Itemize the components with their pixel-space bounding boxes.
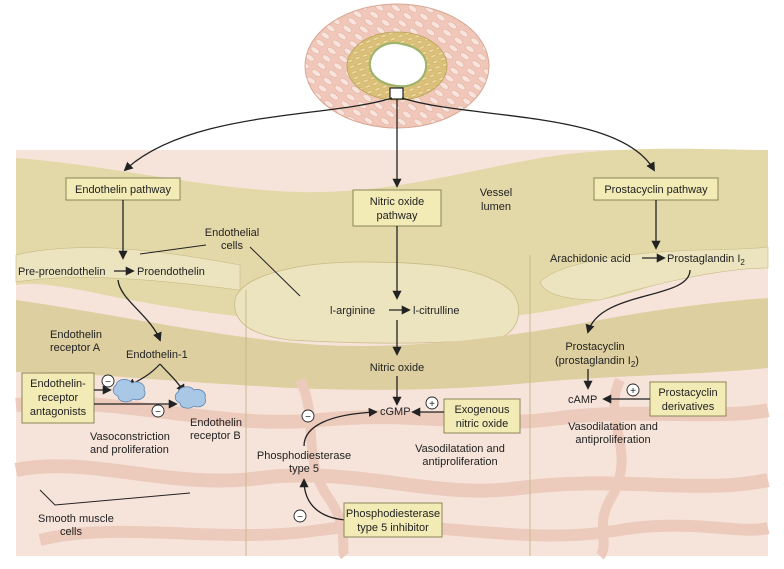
vessel-lumen-label-1: Vessel [480, 187, 512, 199]
minus-sign-pde5-cgmp: − [301, 409, 315, 423]
svg-text:+: + [429, 399, 435, 410]
svg-text:Endothelin pathway: Endothelin pathway [75, 184, 172, 196]
prostacyclin-pathway-box: Prostacyclin pathway [593, 177, 719, 201]
svg-text:+: + [630, 386, 636, 397]
vessel-focus-marker [389, 87, 404, 100]
l-citrulline-label: l-citrulline [413, 305, 459, 317]
camp-label: cAMP [568, 394, 597, 406]
vessel-lumen-label-2: lumen [481, 201, 511, 213]
vasoconstriction-label: Vasoconstriction [90, 431, 170, 443]
nitric-oxide-column: l-arginine l-citrulline Nitric oxide cGM… [257, 226, 521, 538]
svg-text:cells: cells [221, 240, 244, 252]
svg-text:type 5 inhibitor: type 5 inhibitor [357, 522, 429, 534]
nitric-oxide-label: Nitric oxide [370, 362, 424, 374]
minus-sign-pde5-inhibitor: − [293, 509, 307, 523]
svg-text:and proliferation: and proliferation [90, 444, 169, 456]
svg-text:−: − [155, 407, 161, 418]
prostacyclin-label-2: (prostaglandin I2) [555, 355, 639, 369]
receptor-b-blob [174, 386, 207, 409]
svg-text:−: − [105, 377, 111, 388]
svg-text:receptor B: receptor B [190, 430, 241, 442]
svg-text:pathway: pathway [377, 210, 418, 222]
no-vasodilatation-label: Vasodilatation and [415, 443, 505, 455]
pde5-label: Phosphodiesterase [257, 450, 351, 462]
svg-text:receptor: receptor [38, 392, 79, 404]
svg-text:cells: cells [60, 526, 83, 538]
minus-sign-era-b: − [151, 404, 165, 418]
prostaglandin-i2-label: Prostaglandin I2 [667, 253, 745, 267]
vessel-cross-section [304, 3, 490, 129]
svg-text:antagonists: antagonists [30, 406, 87, 418]
plus-sign-exo-no: + [425, 396, 439, 410]
exogenous-nitric-oxide-box: Exogenous nitric oxide [443, 398, 521, 434]
endothelin-receptor-a-label: Endothelin [50, 329, 102, 341]
endothelin-receptor-b-label: Endothelin [190, 417, 242, 429]
arachidonic-acid-label: Arachidonic acid [550, 253, 631, 265]
svg-text:receptor A: receptor A [50, 342, 101, 354]
svg-text:Prostacyclin pathway: Prostacyclin pathway [604, 184, 708, 196]
svg-text:Prostacyclin: Prostacyclin [658, 387, 717, 399]
l-arginine-label: l-arginine [330, 305, 375, 317]
svg-text:−: − [297, 512, 303, 523]
plus-sign-prostacyclin: + [626, 383, 640, 397]
svg-text:Phosphodiesterase: Phosphodiesterase [346, 508, 440, 520]
svg-text:type 5: type 5 [289, 463, 319, 475]
nitric-oxide-pathway-box: Nitric oxide pathway [352, 189, 442, 227]
svg-text:Endothelin-: Endothelin- [30, 378, 86, 390]
endothelin-pathway-box: Endothelin pathway [65, 177, 181, 201]
svg-text:antiproliferation: antiproliferation [422, 456, 497, 468]
proendothelin-label: Proendothelin [137, 266, 205, 278]
svg-text:−: − [305, 412, 311, 423]
endothelin-column: Endothelial cells Pre-proendothelin Proe… [18, 200, 301, 538]
svg-text:Exogenous: Exogenous [454, 404, 510, 416]
pde5-inhibitor-box: Phosphodiesterase type 5 inhibitor [343, 502, 443, 538]
endothelial-cells-label: Endothelial [205, 227, 259, 239]
endothelin-1-label: Endothelin-1 [126, 349, 188, 361]
smooth-muscle-cells-label: Smooth muscle [38, 513, 114, 525]
prostacyclin-column: Arachidonic acid Prostaglandin I2 Prosta… [550, 200, 745, 446]
prostacyclin-label: Prostacyclin [565, 341, 624, 353]
receptor-a-blob [112, 379, 146, 403]
svg-text:nitric oxide: nitric oxide [456, 418, 509, 430]
top-arrows [123, 97, 655, 188]
endothelin-receptor-antagonists-box: Endothelin- receptor antagonists [21, 372, 95, 424]
pre-proendothelin-label: Pre-proendothelin [18, 266, 105, 278]
cgmp-label: cGMP [380, 406, 411, 418]
svg-text:Nitric oxide: Nitric oxide [370, 196, 424, 208]
pc-vasodilatation-label: Vasodilatation and [568, 421, 658, 433]
svg-text:antiproliferation: antiproliferation [575, 434, 650, 446]
svg-text:derivatives: derivatives [662, 401, 715, 413]
prostacyclin-derivatives-box: Prostacyclin derivatives [649, 381, 727, 417]
